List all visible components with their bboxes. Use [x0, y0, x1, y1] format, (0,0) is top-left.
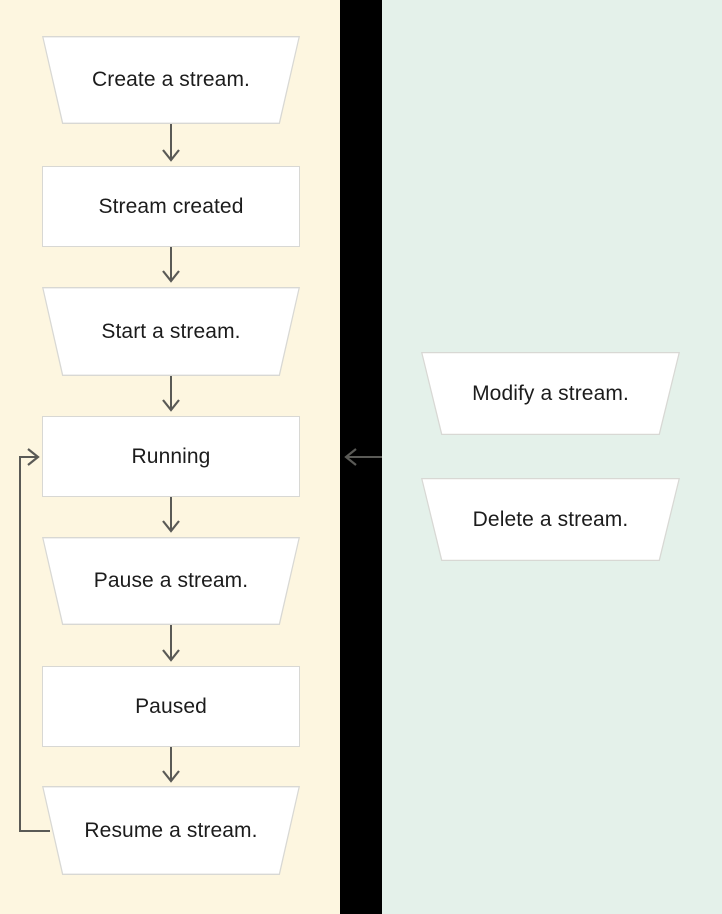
node-label: Modify a stream.	[472, 381, 629, 405]
node-label: Running	[131, 444, 211, 468]
node-label: Pause a stream.	[93, 569, 249, 592]
trapezoid-shape	[43, 37, 299, 123]
trapezoid-shape	[422, 479, 679, 560]
node-resume-a-stream[interactable]: Resume a stream.	[42, 786, 300, 875]
node-label: Paused	[135, 694, 207, 718]
node-pause-a-stream[interactable]: Pause a stream.	[42, 537, 300, 625]
node-paused[interactable]: Paused	[42, 666, 300, 747]
operations-panel	[382, 0, 722, 914]
node-start-a-stream[interactable]: Start a stream.	[42, 287, 300, 376]
divider-band	[340, 0, 382, 914]
node-delete-a-stream[interactable]: Delete a stream.	[421, 478, 680, 561]
node-running[interactable]: Running	[42, 416, 300, 497]
trapezoid-shape	[43, 288, 299, 375]
node-stream-created[interactable]: Stream created	[42, 166, 300, 247]
node-create-a-stream[interactable]: Create a stream.	[42, 36, 300, 124]
trapezoid-shape	[43, 787, 299, 874]
node-label: Create a stream.	[92, 68, 250, 91]
trapezoid-shape	[422, 353, 679, 434]
node-label: Delete a stream.	[472, 507, 629, 531]
trapezoid-shape	[43, 538, 299, 624]
node-modify-a-stream[interactable]: Modify a stream.	[421, 352, 680, 435]
node-label: Resume a stream.	[84, 818, 258, 842]
node-label: Start a stream.	[101, 319, 241, 343]
node-label: Stream created	[98, 194, 244, 218]
